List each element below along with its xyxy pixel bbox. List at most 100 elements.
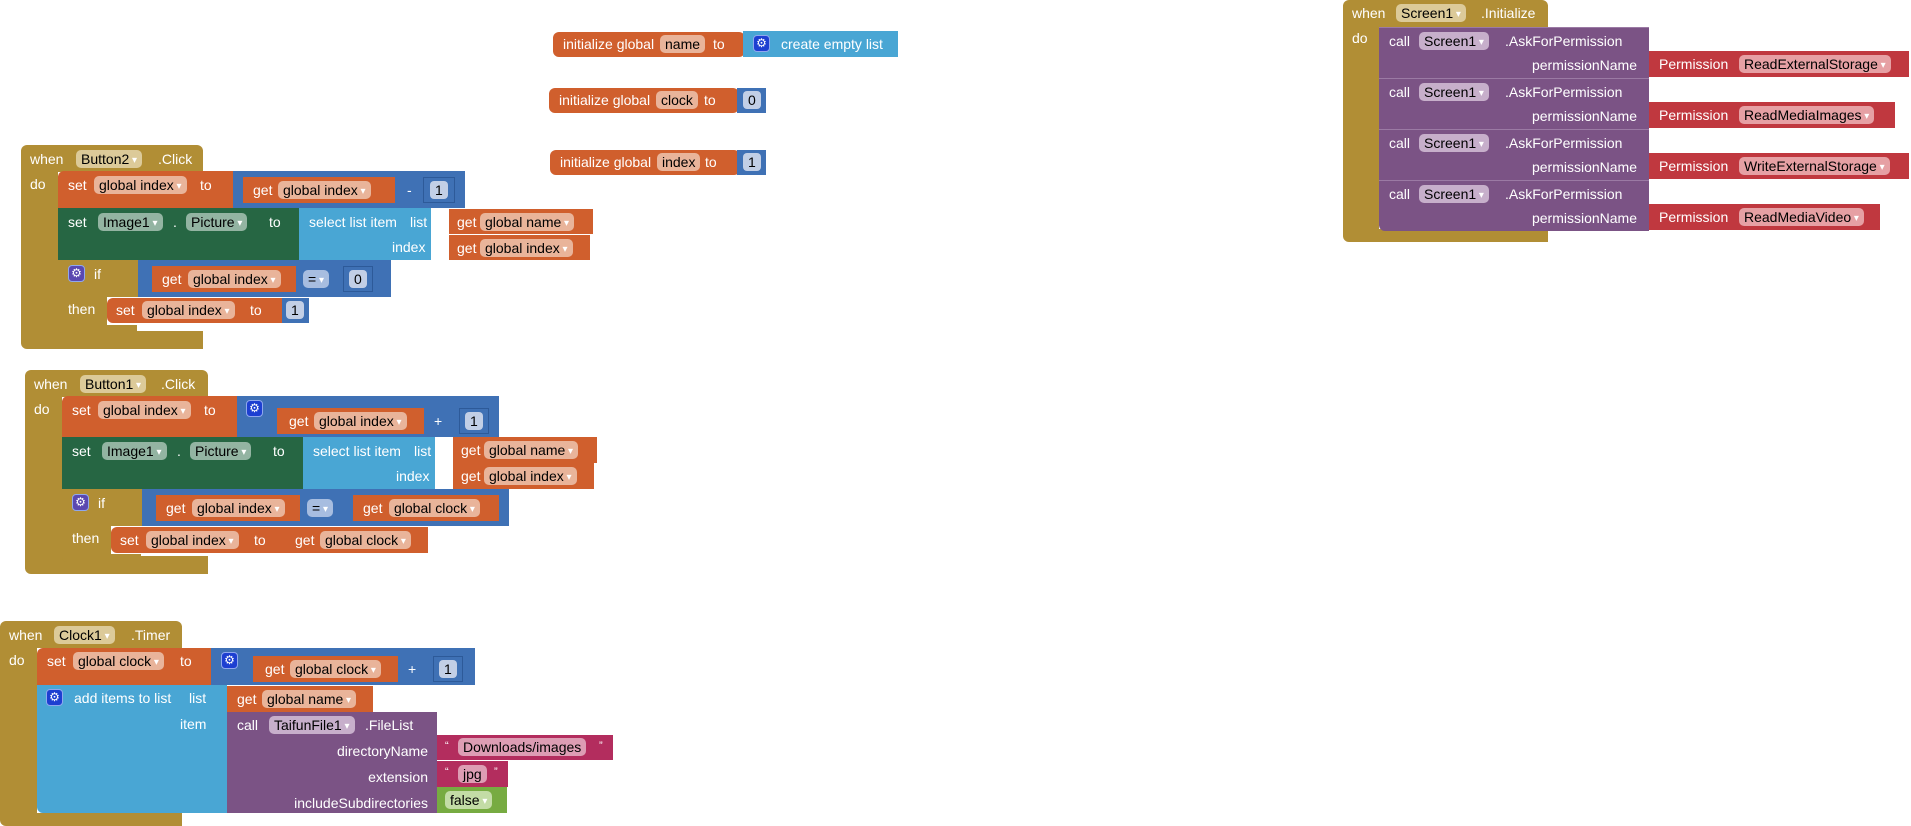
- component-dropdown[interactable]: Screen1: [1419, 32, 1489, 50]
- number-block[interactable]: 0: [737, 88, 766, 113]
- permission-dropdown[interactable]: ReadMediaVideo: [1739, 208, 1864, 226]
- string-block[interactable]: “ jpg ”: [437, 761, 508, 787]
- get-variable-block[interactable]: get global name: [227, 686, 373, 712]
- component-dropdown[interactable]: Screen1: [1419, 134, 1489, 152]
- number-value[interactable]: 1: [430, 181, 448, 199]
- select-list-item-block[interactable]: select list item list index: [299, 208, 431, 260]
- set-variable-block[interactable]: set global index to: [111, 527, 287, 553]
- if-block[interactable]: ⚙ if: [62, 489, 142, 526]
- variable-dropdown[interactable]: global index: [98, 401, 191, 419]
- variable-dropdown[interactable]: global index: [146, 531, 239, 549]
- math-add-block[interactable]: ⚙ get global index + 1: [237, 396, 499, 437]
- event-header[interactable]: when Button1 .Click: [25, 370, 208, 397]
- ask-for-permission-call[interactable]: call Screen1 .AskForPermission permissio…: [1379, 180, 1649, 231]
- component-dropdown[interactable]: Screen1: [1419, 83, 1489, 101]
- get-variable-block[interactable]: get global clock: [287, 527, 428, 553]
- permission-dropdown[interactable]: ReadExternalStorage: [1739, 55, 1891, 73]
- get-variable-block[interactable]: get global clock: [253, 656, 398, 682]
- add-items-to-list-block[interactable]: ⚙ add items to list list item: [37, 685, 227, 813]
- variable-dropdown[interactable]: global index: [278, 181, 371, 199]
- number-block[interactable]: 1: [423, 177, 455, 203]
- get-variable-block[interactable]: get global index: [453, 463, 594, 489]
- init-global-index-block[interactable]: initialize global index to: [550, 150, 740, 175]
- get-variable-block[interactable]: get global index: [277, 408, 424, 434]
- permission-block[interactable]: Permission ReadMediaVideo: [1649, 204, 1880, 230]
- set-variable-block[interactable]: set global index to: [107, 298, 282, 323]
- get-variable-block[interactable]: get global name: [449, 209, 593, 234]
- number-value[interactable]: 1: [743, 153, 761, 171]
- var-index-field[interactable]: index: [657, 153, 701, 171]
- number-block[interactable]: 1: [433, 656, 463, 682]
- number-value[interactable]: 1: [286, 301, 304, 319]
- property-dropdown[interactable]: Picture: [186, 213, 248, 231]
- variable-dropdown[interactable]: global index: [484, 467, 577, 485]
- set-image-picture-block[interactable]: set Image1 . Picture to: [58, 208, 299, 260]
- set-variable-block[interactable]: set global index to: [62, 396, 237, 437]
- event-header[interactable]: when Screen1 .Initialize: [1343, 0, 1548, 27]
- component-dropdown[interactable]: Image1: [102, 442, 167, 460]
- component-dropdown[interactable]: TaifunFile1: [269, 716, 355, 734]
- get-variable-block[interactable]: get global index: [152, 266, 296, 292]
- var-name-field[interactable]: name: [660, 35, 706, 53]
- create-empty-list-block[interactable]: ⚙ create empty list: [743, 31, 898, 57]
- number-block[interactable]: 1: [459, 408, 489, 434]
- get-variable-block[interactable]: get global name: [453, 437, 597, 463]
- variable-dropdown[interactable]: global clock: [389, 499, 480, 517]
- number-value[interactable]: 1: [465, 412, 483, 430]
- variable-dropdown[interactable]: global clock: [320, 531, 411, 549]
- number-block[interactable]: 1: [282, 298, 309, 323]
- set-variable-block[interactable]: set global clock to: [37, 648, 211, 685]
- get-variable-block[interactable]: get global index: [156, 495, 300, 521]
- variable-dropdown[interactable]: global index: [142, 301, 235, 319]
- permission-dropdown[interactable]: ReadMediaImages: [1739, 106, 1875, 124]
- get-variable-block[interactable]: get global index: [243, 177, 395, 203]
- number-block[interactable]: 1: [737, 150, 766, 175]
- component-dropdown[interactable]: Clock1: [54, 626, 115, 644]
- gear-icon[interactable]: ⚙: [68, 265, 85, 282]
- permission-dropdown[interactable]: WriteExternalStorage: [1739, 157, 1890, 175]
- gear-icon[interactable]: ⚙: [72, 494, 89, 511]
- compare-block[interactable]: get global index = 0: [138, 260, 391, 297]
- variable-dropdown[interactable]: global index: [192, 499, 285, 517]
- component-dropdown[interactable]: Screen1: [1396, 4, 1466, 22]
- compare-block[interactable]: get global index = get global clock: [142, 489, 509, 526]
- number-value[interactable]: 0: [743, 91, 761, 109]
- permission-block[interactable]: Permission ReadExternalStorage: [1649, 51, 1909, 77]
- boolean-dropdown[interactable]: false: [445, 791, 493, 809]
- ask-for-permission-call[interactable]: call Screen1 .AskForPermission permissio…: [1379, 27, 1649, 78]
- operator-dropdown[interactable]: =: [307, 499, 333, 517]
- component-dropdown[interactable]: Image1: [98, 213, 163, 231]
- ask-for-permission-call[interactable]: call Screen1 .AskForPermission permissio…: [1379, 78, 1649, 129]
- permission-block[interactable]: Permission ReadMediaImages: [1649, 102, 1895, 128]
- variable-dropdown[interactable]: global index: [188, 270, 281, 288]
- init-global-name-block[interactable]: initialize global name to: [553, 32, 745, 57]
- event-header[interactable]: when Clock1 .Timer: [0, 621, 182, 648]
- permission-block[interactable]: Permission WriteExternalStorage: [1649, 153, 1909, 179]
- set-variable-block[interactable]: set global index to: [58, 171, 233, 208]
- get-variable-block[interactable]: get global clock: [353, 495, 499, 521]
- number-value[interactable]: 1: [439, 660, 457, 678]
- operator-dropdown[interactable]: =: [303, 270, 329, 288]
- if-block[interactable]: ⚙ if: [58, 260, 138, 297]
- select-list-item-block[interactable]: select list item list index: [303, 437, 435, 489]
- ask-for-permission-call[interactable]: call Screen1 .AskForPermission permissio…: [1379, 129, 1649, 180]
- component-dropdown[interactable]: Button1: [80, 375, 147, 393]
- variable-dropdown[interactable]: global name: [262, 690, 357, 708]
- gear-icon[interactable]: ⚙: [221, 652, 238, 669]
- filelist-call-block[interactable]: call TaifunFile1 .FileList directoryName…: [227, 712, 437, 813]
- component-dropdown[interactable]: Screen1: [1419, 185, 1489, 203]
- gear-icon[interactable]: ⚙: [246, 400, 263, 417]
- init-global-clock-block[interactable]: initialize global clock to: [549, 88, 739, 113]
- string-block[interactable]: “ Downloads/images ”: [437, 735, 613, 760]
- variable-dropdown[interactable]: global index: [314, 412, 407, 430]
- set-image-picture-block[interactable]: set Image1 . Picture to: [62, 437, 303, 489]
- variable-dropdown[interactable]: global name: [480, 213, 575, 231]
- get-variable-block[interactable]: get global index: [449, 235, 590, 260]
- gear-icon[interactable]: ⚙: [46, 689, 63, 706]
- math-add-block[interactable]: ⚙ get global clock + 1: [211, 648, 475, 685]
- variable-dropdown[interactable]: global index: [480, 239, 573, 257]
- math-subtract-block[interactable]: get global index - 1: [233, 171, 465, 208]
- event-header[interactable]: when Button2 .Click: [21, 145, 203, 172]
- number-block[interactable]: 0: [343, 266, 373, 292]
- variable-dropdown[interactable]: global clock: [73, 652, 164, 670]
